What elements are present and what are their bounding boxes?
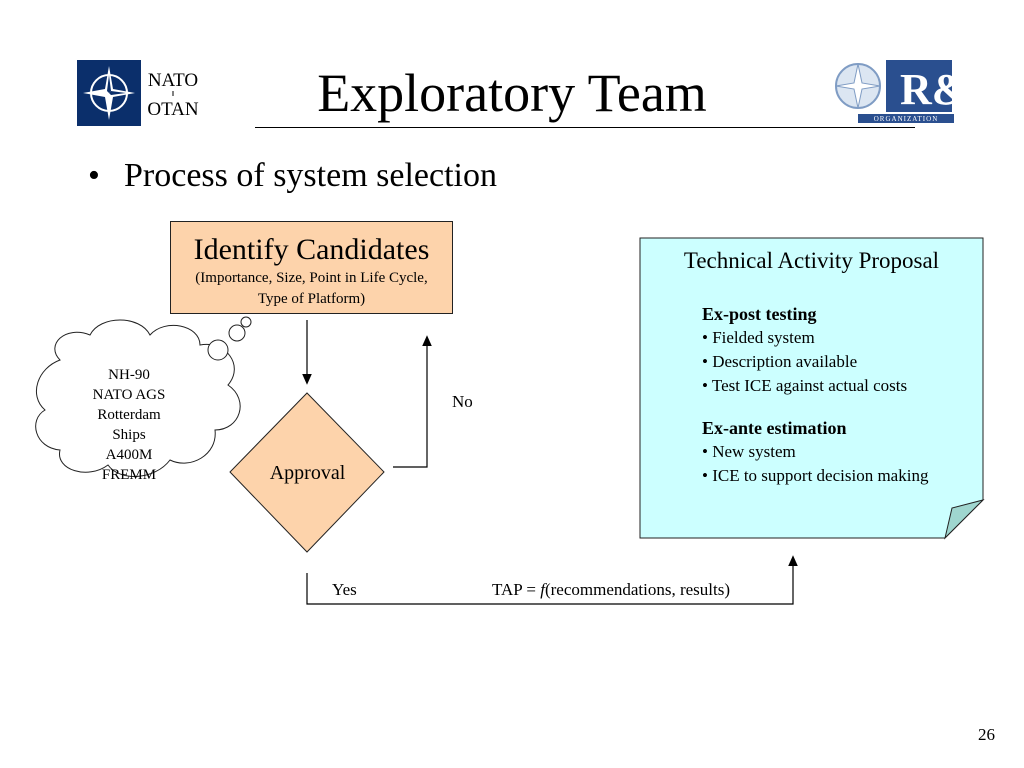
page-number: 26: [978, 725, 995, 744]
logo-nato-text: NATO: [148, 70, 198, 91]
candidates-cloud: [35, 316, 252, 477]
cloud-item: Ships: [112, 427, 146, 443]
section-heading: Ex-post testing: [702, 304, 817, 324]
title-divider: [255, 127, 915, 128]
cloud-item: NH-90: [108, 367, 150, 383]
tap-formula-prefix: TAP =: [492, 580, 541, 599]
cloud-item: FREMM: [101, 467, 157, 483]
section-spacer: [702, 398, 928, 416]
slide-title: Exploratory Team: [317, 63, 707, 123]
cloud-item: Rotterdam: [97, 407, 161, 423]
nato-star-icon: [83, 66, 135, 120]
no-label: No: [452, 392, 473, 411]
identify-title: Identify Candidates: [193, 233, 430, 266]
rto-logo: R&T ORGANIZATION: [828, 56, 956, 124]
rto-organization-text: ORGANIZATION: [874, 115, 939, 123]
approval-label: Approval: [269, 462, 346, 484]
tap-formula: TAP = f(recommendations, results): [492, 580, 730, 600]
tap-formula-f: f: [540, 580, 545, 599]
tap-title: Technical Activity Proposal: [683, 248, 940, 273]
bullet-item: • Process of system selection: [88, 154, 497, 198]
identify-candidates-box: Identify Candidates (Importance, Size, P…: [170, 221, 453, 314]
tap-note: [639, 237, 985, 540]
section-heading: Ex-ante estimation: [702, 418, 847, 438]
bullet-dot: •: [88, 157, 100, 194]
identify-subtitle: (Importance, Size, Point in Life Cycle, …: [171, 268, 452, 310]
bullet-text: Process of system selection: [124, 157, 497, 194]
nato-otan-logo: NATO OTAN: [77, 60, 205, 126]
cloud-item: A400M: [105, 447, 153, 463]
tap-body: Ex-post testing • Fielded system • Descr…: [702, 302, 928, 488]
folded-corner-icon: [944, 499, 985, 540]
tap-formula-suffix: (recommendations, results): [544, 580, 731, 599]
rto-star-icon: [835, 63, 881, 109]
section-item: • ICE to support decision making: [702, 466, 929, 485]
approval-diamond: [229, 392, 385, 553]
logo-otan-text: OTAN: [147, 99, 199, 120]
yes-label: Yes: [332, 580, 357, 599]
section-item: • Description available: [702, 352, 858, 371]
section-item: • Fielded system: [702, 328, 815, 347]
identify-subtitle-line1: (Importance, Size, Point in Life Cycle,: [195, 270, 428, 286]
yes-connector: [306, 555, 798, 605]
section-item: • Test ICE against actual costs: [702, 376, 908, 395]
rto-mark-text: R&T: [900, 65, 956, 114]
cloud-candidates-list: NH-90 NATO AGS Rotterdam Ships A400M FRE…: [64, 365, 194, 485]
cloud-item: NATO AGS: [92, 387, 166, 403]
no-loop-connector: [393, 335, 432, 468]
section-item: • New system: [702, 442, 796, 461]
identify-subtitle-line2: Type of Platform): [257, 291, 366, 307]
